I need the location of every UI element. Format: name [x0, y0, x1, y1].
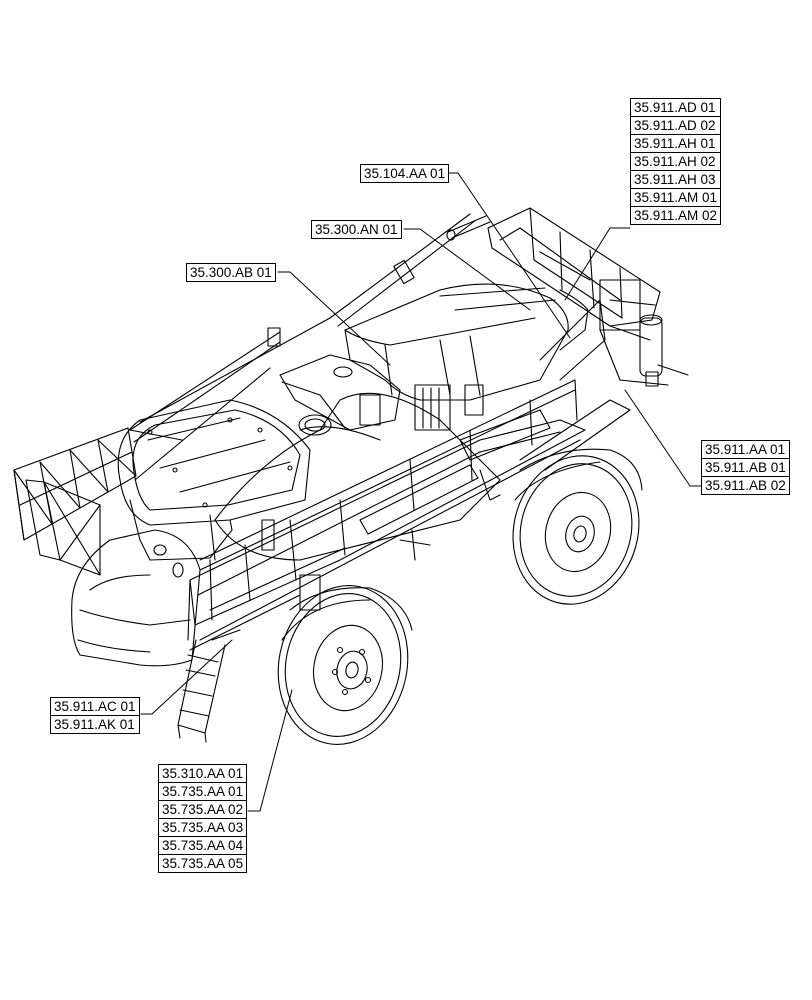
callout-label[interactable]: 35.735.AA 01 [158, 782, 248, 801]
callout-label[interactable]: 35.911.AH 01 [630, 134, 722, 153]
leader-lines [140, 172, 703, 812]
left-boom-truss [13, 317, 331, 576]
engine-hood [279, 283, 589, 431]
callout-label[interactable]: 35.911.AA 01 [701, 440, 790, 459]
callout-label[interactable]: 35.911.AB 02 [701, 476, 790, 495]
callout-label[interactable]: 35.911.AB 01 [701, 458, 790, 477]
ladder [177, 629, 241, 743]
callout-group-filter: 35.300.AB 01 [186, 263, 276, 282]
callout-label[interactable]: 35.911.AH 03 [630, 170, 722, 189]
callout-label[interactable]: 35.310.AA 01 [158, 764, 248, 783]
callout-label[interactable]: 35.911.AM 02 [630, 206, 722, 225]
callout-label[interactable]: 35.735.AA 05 [158, 854, 248, 873]
callout-label[interactable]: 35.911.AD 01 [630, 98, 722, 117]
callout-group-right-rear: 35.911.AA 01 35.911.AB 01 35.911.AB 02 [701, 440, 790, 495]
callout-label[interactable]: 35.911.AC 01 [50, 697, 140, 716]
callout-group-wheel: 35.310.AA 01 35.735.AA 01 35.735.AA 02 3… [158, 764, 248, 873]
cab [71, 399, 311, 667]
callout-group-tank-top: 35.104.AA 01 [360, 164, 450, 183]
callout-label[interactable]: 35.911.AK 01 [50, 715, 140, 734]
callout-label[interactable]: 35.911.AM 01 [630, 188, 722, 207]
callout-label[interactable]: 35.300.AB 01 [186, 263, 276, 282]
callout-label[interactable]: 35.104.AA 01 [360, 164, 450, 183]
front-wheel [277, 574, 413, 745]
callout-label[interactable]: 35.735.AA 03 [158, 818, 248, 837]
callout-label[interactable]: 35.735.AA 02 [158, 800, 248, 819]
callout-label[interactable]: 35.735.AA 04 [158, 836, 248, 855]
callout-group-top-right: 35.911.AD 01 35.911.AD 02 35.911.AH 01 3… [630, 98, 722, 225]
callout-group-engine: 35.300.AN 01 [311, 220, 402, 239]
callout-label[interactable]: 35.911.AH 02 [630, 152, 722, 171]
callout-label[interactable]: 35.911.AD 02 [630, 116, 722, 135]
rear-wheel [512, 448, 643, 605]
top-rail [329, 213, 491, 327]
right-walkway [187, 299, 631, 651]
callout-group-ladder: 35.911.AC 01 35.911.AK 01 [50, 697, 140, 734]
callout-label[interactable]: 35.300.AN 01 [311, 220, 402, 239]
rear-boom-rack [487, 207, 689, 387]
product-tank [214, 392, 501, 561]
